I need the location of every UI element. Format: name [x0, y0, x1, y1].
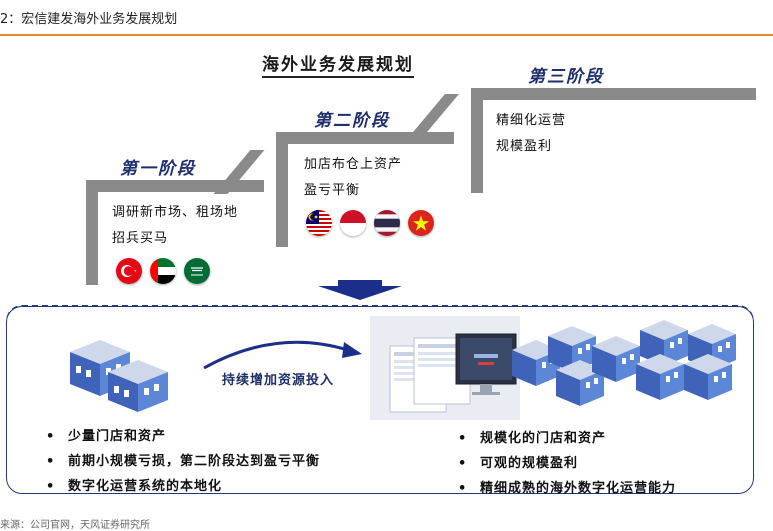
stage-1-step-side — [86, 180, 98, 285]
list-item: •少量门店和资产 — [46, 429, 167, 444]
indonesia-flag-icon — [340, 210, 366, 236]
comparison-panel — [6, 305, 754, 494]
stage-1-text: 调研新市场、租场地 招兵买马 — [112, 200, 238, 252]
list-item: •数字化运营系统的本地化 — [46, 479, 223, 494]
stage-2-line-2: 盈亏平衡 — [304, 183, 361, 198]
stage-2-text: 加店布仓上资产 盈亏平衡 — [304, 152, 402, 204]
vietnam-flag-icon — [408, 210, 434, 236]
stage-1-title: 第一阶段 — [120, 159, 196, 179]
stage-2-step-top — [276, 132, 454, 144]
list-item: •规模化的门店和资产 — [458, 431, 607, 446]
stage-2-step-side — [276, 132, 288, 247]
uae-flag-icon — [150, 258, 176, 284]
source-footnote: 来源：公司官网，天风证券研究所 — [0, 520, 150, 531]
investment-label: 持续增加资源投入 — [222, 373, 335, 388]
large-store-network-icon — [512, 320, 736, 406]
stage-1-line-1: 调研新市场、租场地 — [112, 205, 239, 220]
figure-caption: 2：宏信建发海外业务发展规划 — [0, 12, 178, 27]
down-arrow-icon — [318, 280, 402, 300]
turkey-flag-icon — [116, 258, 142, 284]
stage-3-text: 精细化运营 规模盈利 — [496, 108, 566, 160]
malaysia-flag-icon — [306, 210, 332, 236]
stage-3-line-2: 规模盈利 — [496, 139, 553, 154]
growth-arrow-icon — [203, 340, 362, 370]
caption-divider — [0, 34, 773, 36]
page-title: 海外业务发展规划 — [262, 50, 414, 78]
stage-2-line-1: 加店布仓上资产 — [304, 157, 403, 172]
stage-1-line-2: 招兵买马 — [112, 231, 169, 246]
list-item: •可观的规模盈利 — [458, 456, 579, 471]
thailand-flag-icon — [374, 210, 400, 236]
saudi-flag-icon — [184, 258, 210, 284]
current-state-list: •少量门店和资产 •前期小规模亏损，第二阶段达到盈亏平衡 •数字化运营系统的本地… — [46, 424, 320, 499]
list-item: •精细成熟的海外数字化运营能力 — [458, 481, 677, 496]
stage-2-title: 第二阶段 — [314, 111, 390, 131]
digital-dashboard-image — [370, 316, 520, 420]
stage-3-line-1: 精细化运营 — [496, 113, 567, 128]
stage-3-step-side — [471, 88, 483, 193]
target-state-list: •规模化的门店和资产 •可观的规模盈利 •精细成熟的海外数字化运营能力 — [458, 426, 676, 501]
list-item: •前期小规模亏损，第二阶段达到盈亏平衡 — [46, 454, 321, 469]
stage-3-step-top — [471, 88, 756, 100]
stage-3-title: 第三阶段 — [528, 67, 604, 87]
small-store-buildings-icon — [70, 340, 168, 412]
